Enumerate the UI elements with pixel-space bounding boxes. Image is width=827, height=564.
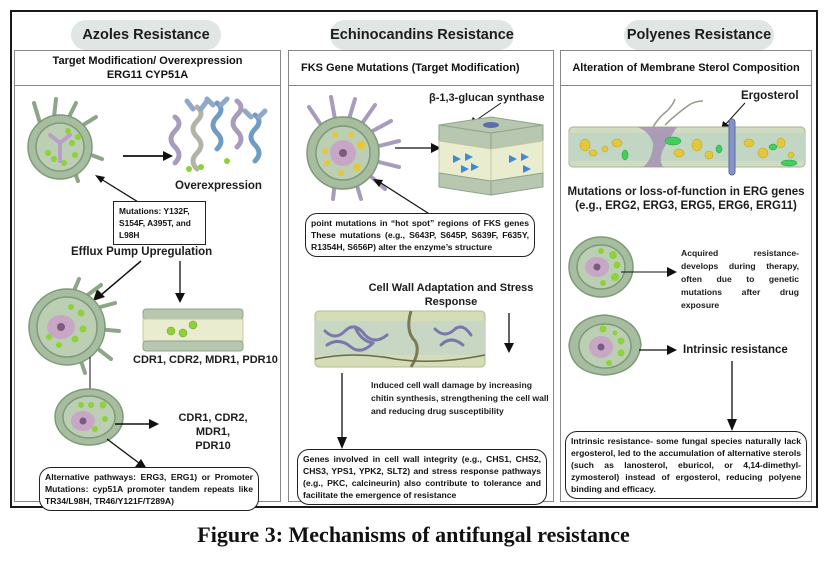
mutations-box: Mutations: Y132F, S154F, A395T, and L98H (113, 201, 206, 245)
arrow-down-icon (727, 361, 737, 431)
cell-wall-block-icon (438, 116, 544, 196)
figure-frame (10, 10, 818, 508)
azoles-panel: Target Modification/ Overexpression ERG1… (14, 50, 281, 511)
acquired-resistance-cell-icon (568, 236, 634, 298)
polyenes-header-text: Alteration of Membrane Sterol Compositio… (572, 62, 800, 74)
erg-mutations-line1: Mutations or loss-of-function in ERG gen… (567, 186, 805, 198)
azoles-title: Azoles Resistance (71, 20, 221, 50)
cell-wall-genes-box: Genes involved in cell wall integrity (e… (297, 449, 547, 505)
cell-wall-label-line2: Response (424, 296, 478, 308)
polyenes-header: Alteration of Membrane Sterol Compositio… (561, 51, 811, 86)
erg-mutations-label: Mutations or loss-of-function in ERG gen… (561, 185, 811, 213)
arrow-pointer-icon (373, 179, 432, 216)
arrow-down-icon (504, 313, 514, 353)
fungal-cell-icon (306, 95, 401, 201)
arrow-right-icon (123, 151, 173, 161)
efflux-pump-membrane-icon (142, 308, 244, 352)
arrow-down-icon (337, 373, 347, 449)
pump-genes-line1: CDR1, CDR2, MDR1, (178, 412, 248, 438)
alt-pathways-box: Alternative pathways: ERG3, ERG1) or Pro… (39, 467, 259, 511)
intrinsic-resistance-label: Intrinsic resistance (683, 344, 788, 356)
arrow-down-right-icon (106, 438, 147, 469)
azoles-header-line2: ERG11 CYP51A (106, 69, 189, 81)
pump-genes-label-2: CDR1, CDR2, MDR1, PDR10 (163, 411, 263, 453)
arrow-right-icon (639, 345, 677, 355)
echinocandins-title: Echinocandins Resistance (330, 20, 514, 50)
arrow-right-icon (621, 267, 677, 277)
pump-genes-label: CDR1, CDR2, MDR1, PDR10 (133, 354, 278, 366)
pump-genes-line2: PDR10 (195, 440, 231, 452)
chitin-synthesis-text: Induced cell wall damage by increasing c… (371, 380, 549, 416)
small-cell-icon (54, 388, 124, 446)
echinocandins-column: Echinocandins Resistance FKS Gene Mutati… (288, 14, 554, 508)
azoles-header-line1: Target Modification/ Overexpression (52, 55, 243, 67)
echinocandins-header-text: FKS Gene Mutations (Target Modification) (301, 62, 520, 74)
glucan-synthase-label: β-1,3-glucan synthase (429, 92, 545, 104)
polyenes-panel: Alteration of Membrane Sterol Compositio… (560, 50, 812, 502)
overexpression-label: Overexpression (175, 180, 262, 192)
cell-wall-adaptation-label: Cell Wall Adaptation and Stress Response (361, 281, 541, 309)
membrane-sterol-icon (568, 98, 806, 176)
intrinsic-resistance-box: Intrinsic resistance- some fungal specie… (565, 431, 807, 499)
polyenes-title: Polyenes Resistance (624, 20, 774, 50)
efflux-pump-label: Efflux Pump Upregulation (71, 246, 213, 258)
arrow-pointer-icon (95, 175, 144, 206)
fungal-cell-icon (27, 97, 104, 183)
arrow-down-left-icon (93, 260, 142, 301)
azoles-header: Target Modification/ Overexpression ERG1… (15, 51, 280, 86)
echinocandins-header: FKS Gene Mutations (Target Modification) (289, 51, 553, 86)
overexpressed-protein-icon (168, 96, 268, 172)
cell-wall-label-line1: Cell Wall Adaptation and Stress (368, 282, 534, 294)
arrow-right-icon (395, 143, 441, 153)
point-mutations-box: point mutations in “hot spot” regions of… (305, 213, 535, 257)
figure-caption: Figure 3: Mechanisms of antifungal resis… (197, 522, 630, 547)
intrinsic-resistance-cell-icon (568, 314, 642, 376)
polyenes-column: Polyenes Resistance Alteration of Membra… (560, 14, 816, 508)
echinocandins-panel: FKS Gene Mutations (Target Modification)… (288, 50, 554, 505)
arrow-down-icon (175, 261, 185, 303)
efflux-cell-icon (28, 277, 121, 375)
erg-mutations-line2: (e.g., ERG2, ERG3, ERG5, ERG6, ERG11) (575, 200, 797, 212)
acquired-resistance-text: Acquired resistance- develops during the… (681, 248, 799, 310)
azoles-column: Azoles Resistance Target Modification/ O… (14, 14, 281, 511)
ergosterol-label: Ergosterol (741, 90, 799, 102)
damaged-cell-wall-icon (314, 310, 486, 368)
arrow-right-icon (115, 419, 159, 429)
